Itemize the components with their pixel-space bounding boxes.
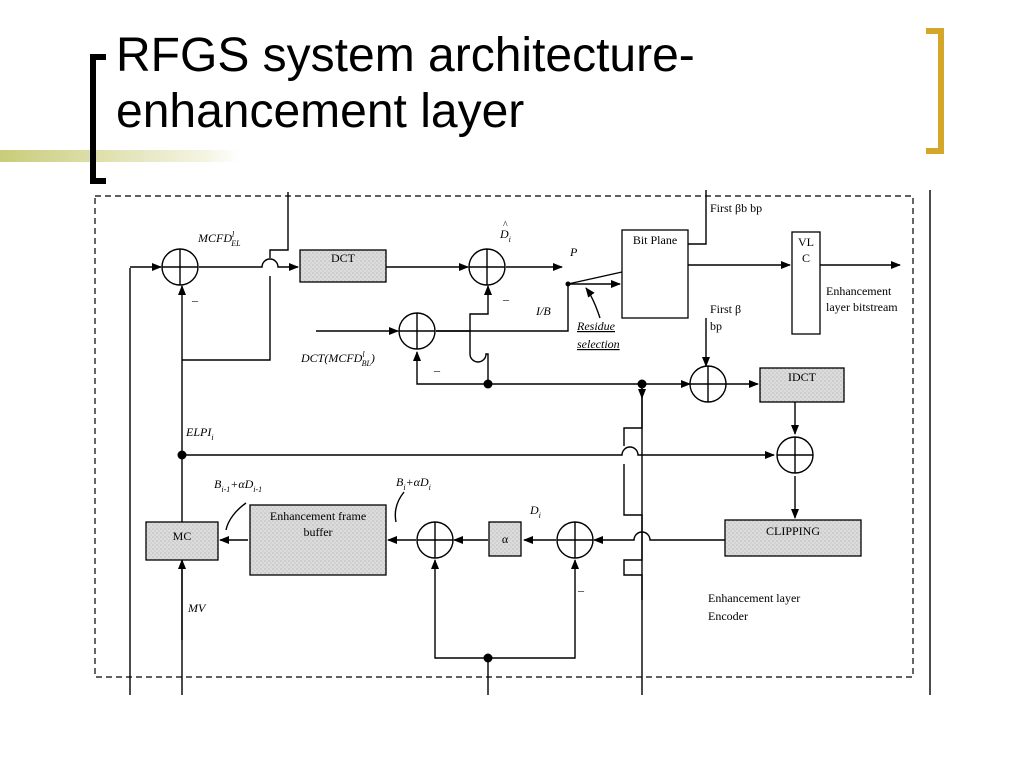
first-beta-label-line1: First β: [710, 302, 741, 316]
mv-label: MV: [187, 601, 207, 615]
adder-residue: [556, 521, 594, 559]
external-signal-lines: [129, 190, 931, 695]
frame-buffer-label-line2: buffer: [303, 525, 332, 539]
adder-prediction: [468, 248, 506, 286]
d-i-label: Di: [529, 503, 541, 520]
minus-sign-prediction: _: [502, 288, 510, 302]
encoder-label-line1: Enhancement layer: [708, 591, 800, 605]
residue-selection-line2: selection: [577, 337, 620, 351]
first-beta-label-line2: bp: [710, 319, 722, 333]
d-hat-label: Di: [499, 227, 511, 244]
adder-base-layer: [398, 312, 436, 350]
title-line-1: RFGS system architecture-: [116, 29, 695, 82]
enhancement-bitstream-line1: Enhancement: [826, 284, 892, 298]
adder-input: [161, 248, 199, 286]
mc-block: MC: [145, 521, 219, 561]
minus-sign-input: _: [191, 289, 199, 303]
alpha-label: α: [502, 532, 509, 546]
enhancement-bitstream-line2: layer bitstream: [826, 300, 898, 314]
summing-junctions: [161, 248, 814, 559]
first-beta-b-bp-label: First βb bp: [710, 201, 762, 215]
enhancement-frame-buffer-block: Enhancement frame buffer: [249, 504, 387, 576]
bit-plane-label: Bit Plane: [633, 233, 677, 247]
vlc-label-line2: C: [802, 251, 810, 265]
signal-wires: [130, 190, 901, 659]
alpha-block: α: [488, 521, 522, 557]
slide-title: RFGS system architecture- enhancement la…: [116, 28, 836, 140]
dct-label: DCT: [331, 251, 356, 265]
b-cur-label: Bi+αDi: [396, 475, 431, 492]
d-hat-accent: ^: [503, 220, 508, 231]
mc-label: MC: [173, 529, 192, 543]
frame-buffer-label-line1: Enhancement frame: [270, 509, 366, 523]
left-bracket-decoration: [90, 54, 106, 184]
dct-block: DCT: [299, 249, 387, 283]
minus-sign-residue: _: [577, 579, 585, 593]
junction-nodes: [177, 281, 647, 663]
ib-label: I/B: [535, 304, 551, 318]
minus-sign-base-layer: _: [433, 359, 441, 373]
bit-plane-block: Bit Plane: [621, 229, 689, 319]
residue-selection-line1: Residue: [576, 319, 616, 333]
idct-label: IDCT: [788, 370, 817, 384]
p-label: P: [569, 245, 578, 259]
adder-elpi: [776, 436, 814, 474]
elpi-label: ELPIi: [185, 425, 214, 442]
adder-reconstruction: [689, 365, 727, 403]
vlc-block: VL C: [791, 231, 821, 335]
clipping-label: CLIPPING: [766, 524, 820, 538]
title-line-2: enhancement layer: [116, 85, 525, 138]
adder-buffer: [416, 521, 454, 559]
clipping-block: CLIPPING: [724, 519, 862, 557]
encoder-label-line2: Encoder: [708, 609, 748, 623]
title-accent-bar: [0, 150, 240, 162]
b-prev-label: Bi-1+αDi-1: [214, 477, 262, 494]
right-bracket-decoration: [926, 28, 944, 154]
vlc-label-line1: VL: [798, 235, 814, 249]
idct-block: IDCT: [759, 367, 845, 403]
